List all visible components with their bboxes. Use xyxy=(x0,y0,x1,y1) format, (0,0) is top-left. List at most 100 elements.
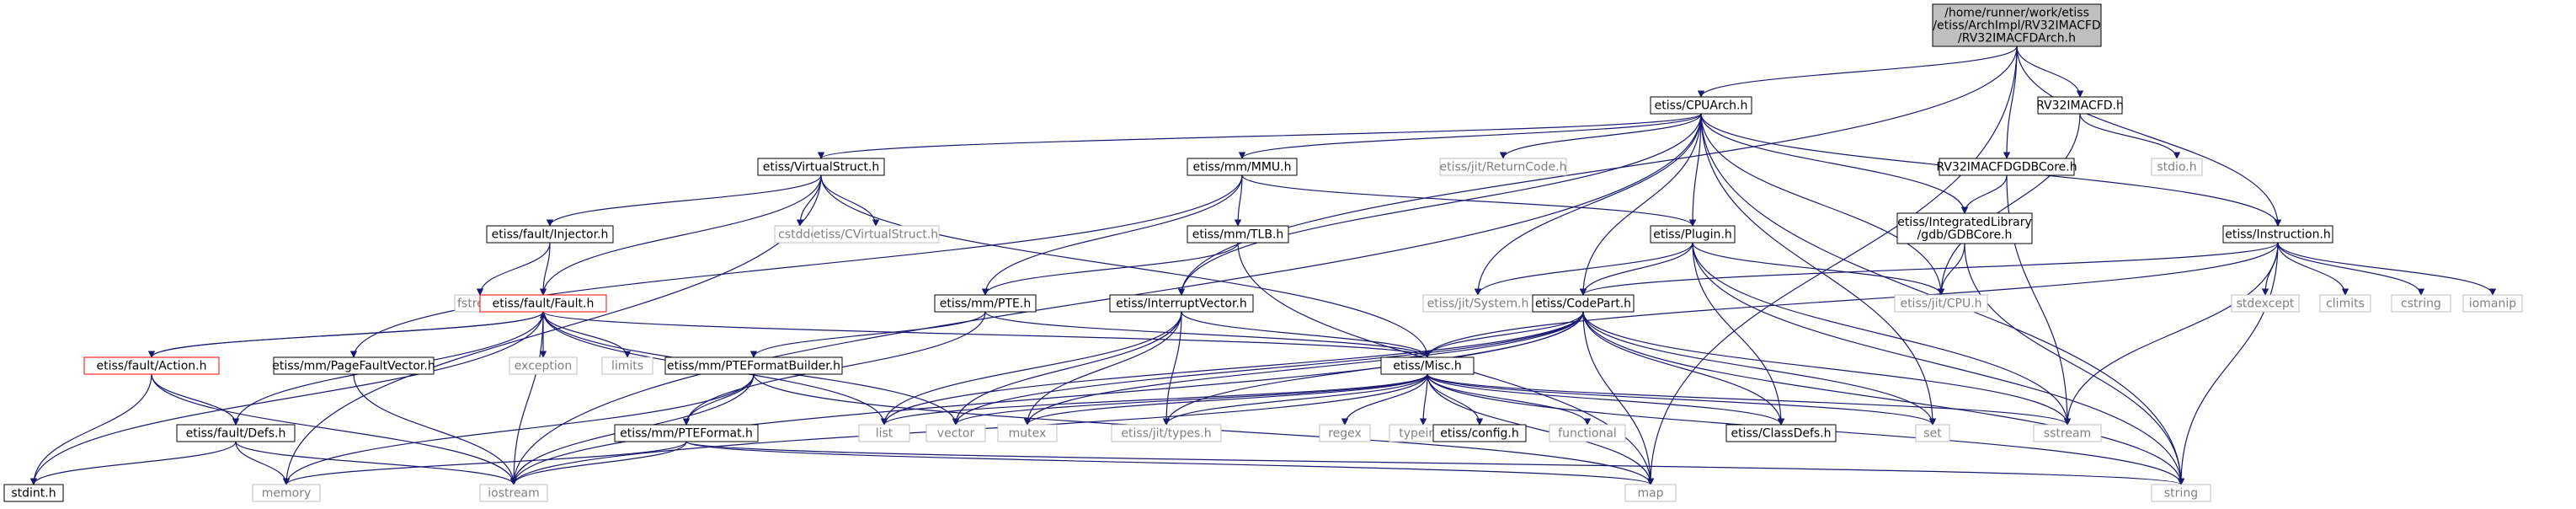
node-injector-box xyxy=(486,225,614,244)
node-pagefaultvector-label: etiss/mm/PageFaultVector.h xyxy=(272,360,435,373)
node-instruction[interactable]: etiss/Instruction.h xyxy=(2222,225,2333,244)
edge-pte-to-misc xyxy=(984,311,1432,358)
edge-cpuarch-to-codepart xyxy=(1579,113,1702,296)
node-tlb[interactable]: etiss/mm/TLB.h xyxy=(1187,225,1289,244)
node-root[interactable]: /home/runner/work/etiss/etiss/ArchImpl/R… xyxy=(1932,3,2102,47)
edge-pte-to-pteformatbuilder xyxy=(749,311,986,358)
node-intlib_gdbcore-box xyxy=(1896,212,2033,244)
node-map-box xyxy=(1624,484,1677,502)
edge-codepart-to-sstream xyxy=(1582,311,2072,426)
node-map: map xyxy=(1624,484,1677,502)
edge-instruction-to-misc xyxy=(1423,242,2279,358)
node-list-label: list xyxy=(876,427,893,441)
node-pte[interactable]: etiss/mm/PTE.h xyxy=(934,294,1037,313)
node-regex: regex xyxy=(1319,424,1371,442)
node-codepart[interactable]: etiss/CodePart.h xyxy=(1532,294,1635,313)
node-sstream: sstream xyxy=(2033,424,2102,442)
node-set-label: set xyxy=(1923,427,1942,441)
node-plugin[interactable]: etiss/Plugin.h xyxy=(1650,225,1736,244)
edge-codepart-to-vector xyxy=(952,311,1584,426)
node-limits-label: limits xyxy=(611,360,643,373)
edge-action-to-defs xyxy=(151,373,240,426)
node-interruptvector-label: etiss/InterruptVector.h xyxy=(1116,297,1247,311)
node-virtualstruct-box xyxy=(757,158,885,176)
edge-defs-to-memory xyxy=(235,441,291,485)
edge-cpuarch-to-jitsystem xyxy=(1474,113,1702,296)
node-virtualstruct-label: etiss/VirtualStruct.h xyxy=(763,161,880,174)
edge-interruptvector-to-list xyxy=(880,311,1182,426)
node-memory-box xyxy=(252,484,321,502)
node-gdbcore_rv[interactable]: RV32IMACFDGDBCore.h xyxy=(1936,158,2077,176)
node-returncode-label: etiss/jit/ReturnCode.h xyxy=(1440,161,1567,174)
node-string-box xyxy=(2151,484,2211,502)
node-misc[interactable]: etiss/Misc.h xyxy=(1380,356,1475,375)
node-gdbcore_rv-label: RV32IMACFDGDBCore.h xyxy=(1936,161,2077,174)
node-vector-box xyxy=(925,424,986,442)
node-injector[interactable]: etiss/fault/Injector.h xyxy=(486,225,614,244)
edge-instruction-to-iomanip xyxy=(2277,242,2497,296)
node-defs-box xyxy=(176,424,296,442)
node-rv32imacfd_h[interactable]: RV32IMACFD.h xyxy=(2036,96,2124,115)
edge-pteformatbuilder-to-memory xyxy=(282,373,755,485)
node-config[interactable]: etiss/config.h xyxy=(1432,424,1527,442)
edge-interruptvector-to-jittypes xyxy=(1162,311,1182,426)
node-functional-label: functional xyxy=(1558,427,1617,441)
node-cpuarch[interactable]: etiss/CPUArch.h xyxy=(1650,96,1752,115)
node-pteformatbuilder-box xyxy=(664,356,843,375)
edge-interruptvector-to-misc xyxy=(1181,311,1432,358)
node-mmu[interactable]: etiss/mm/MMU.h xyxy=(1187,158,1298,176)
node-mutex-box xyxy=(997,424,1058,442)
node-action[interactable]: etiss/fault/Action.h xyxy=(83,356,220,375)
node-fault[interactable]: etiss/fault/Fault.h xyxy=(479,294,607,313)
node-classdefs-box xyxy=(1725,424,1837,442)
node-defs[interactable]: etiss/fault/Defs.h xyxy=(176,424,296,442)
node-map-label: map xyxy=(1637,487,1663,501)
node-intlib_gdbcore[interactable]: etiss/IntegratedLibrary/gdb/GDBCore.h xyxy=(1896,212,2033,244)
node-plugin-label: etiss/Plugin.h xyxy=(1653,228,1731,242)
node-intlib_gdbcore-label: /gdb/GDBCore.h xyxy=(1917,228,2013,242)
node-functional: functional xyxy=(1549,424,1626,442)
edge-codepart-to-mutex xyxy=(1023,311,1584,426)
edge-defs-to-iostream xyxy=(235,441,518,485)
edge-plugin-to-classdefs xyxy=(1692,242,1785,426)
node-virtualstruct[interactable]: etiss/VirtualStruct.h xyxy=(757,158,885,176)
edge-fault-to-stdint xyxy=(29,311,544,485)
node-sstream-box xyxy=(2033,424,2102,442)
node-interruptvector[interactable]: etiss/InterruptVector.h xyxy=(1109,294,1254,313)
edge-misc-to-set xyxy=(1427,373,1937,426)
node-tlb-box xyxy=(1187,225,1289,244)
node-stdexcept-box xyxy=(2231,294,2300,313)
node-regex-box xyxy=(1319,424,1371,442)
edge-misc-to-jittypes xyxy=(1162,373,1428,426)
node-stdio: stdio.h xyxy=(2151,158,2203,176)
node-intlib_gdbcore-label: etiss/IntegratedLibrary xyxy=(1897,216,2032,229)
node-classdefs[interactable]: etiss/ClassDefs.h xyxy=(1725,424,1837,442)
node-pteformatbuilder[interactable]: etiss/mm/PTEFormatBuilder.h xyxy=(664,356,843,375)
node-limits-box xyxy=(601,356,653,375)
edge-codepart-to-iostream xyxy=(509,311,1584,485)
edge-fault-to-limits xyxy=(542,311,632,358)
edge-codepart-to-map xyxy=(1582,311,1655,485)
node-stdio-label: stdio.h xyxy=(2157,161,2196,174)
node-iostream: iostream xyxy=(479,484,548,502)
node-mmu-label: etiss/mm/MMU.h xyxy=(1192,161,1291,174)
edge-codepart-to-string xyxy=(1582,311,2185,485)
node-stdint[interactable]: stdint.h xyxy=(3,484,64,502)
node-climits: climits xyxy=(2319,294,2371,313)
node-pagefaultvector-box xyxy=(273,356,435,375)
node-cstddef-label: cstddef xyxy=(778,228,823,242)
node-pteformatbuilder-label: etiss/mm/PTEFormatBuilder.h xyxy=(667,360,840,373)
node-exception-label: exception xyxy=(515,360,572,373)
edge-gdbcore_rv-to-sstream xyxy=(2006,174,2072,426)
node-returncode-box xyxy=(1439,158,1567,176)
edge-mmu-to-pagefaultvector xyxy=(349,174,1243,358)
edge-pagefaultvector-to-iostream xyxy=(353,373,518,485)
edge-plugin-to-jitsystem xyxy=(1474,242,1693,296)
node-pteformat[interactable]: etiss/mm/PTEFormat.h xyxy=(614,424,759,442)
edge-root-to-cpuarch xyxy=(1697,46,2018,98)
edge-pteformat-to-iostream xyxy=(509,441,687,485)
edge-rv32imacfd_h-to-jitcpu xyxy=(1937,113,2081,296)
node-returncode: etiss/jit/ReturnCode.h xyxy=(1439,158,1567,176)
edge-fault-to-iostream xyxy=(509,311,544,485)
node-pagefaultvector[interactable]: etiss/mm/PageFaultVector.h xyxy=(272,356,435,375)
